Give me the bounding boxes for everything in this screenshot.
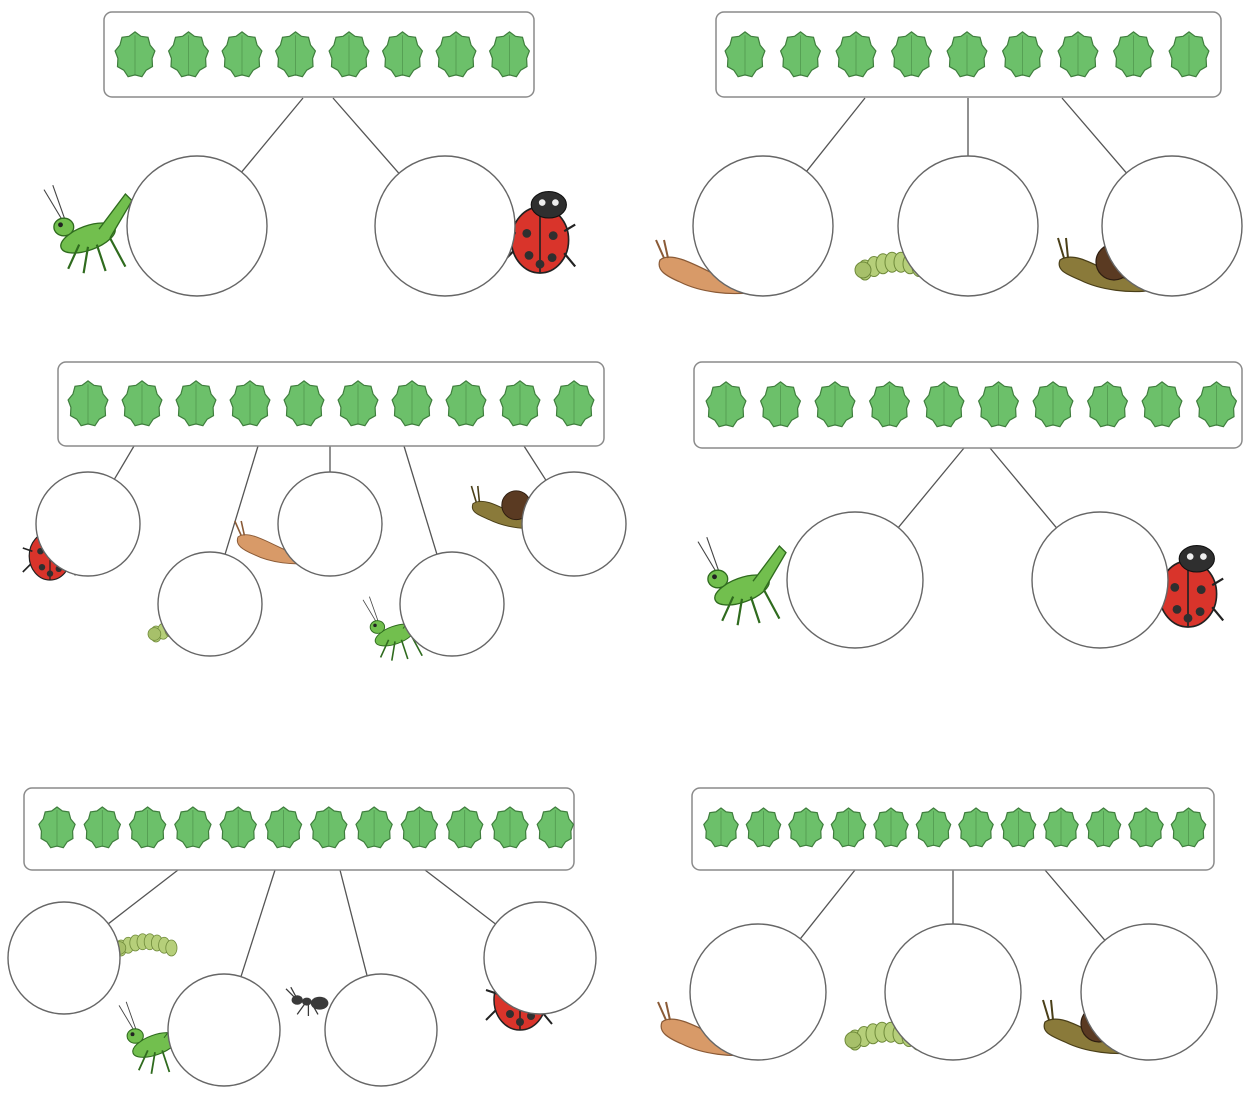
part-circle[interactable] [375, 156, 515, 296]
connector-line [807, 98, 865, 171]
part-circle[interactable] [1102, 156, 1242, 296]
connector-line [340, 870, 367, 976]
connector-line [241, 870, 275, 977]
connector-line [333, 98, 399, 173]
part-circle[interactable] [484, 902, 596, 1014]
part-circle[interactable] [885, 924, 1021, 1060]
part-circle[interactable] [1032, 512, 1168, 648]
part-whole-puzzle [658, 788, 1217, 1060]
part-circle[interactable] [898, 156, 1038, 296]
connector-line [114, 446, 134, 479]
connector-line [425, 870, 496, 924]
part-circle[interactable] [168, 974, 280, 1086]
part-circle[interactable] [325, 974, 437, 1086]
part-circle[interactable] [158, 552, 262, 656]
part-whole-puzzle [656, 12, 1242, 296]
part-circle[interactable] [8, 902, 120, 1014]
part-whole-puzzle [694, 362, 1242, 648]
connector-line [1045, 870, 1105, 940]
grasshopper-icon [698, 537, 786, 625]
connector-line [404, 446, 437, 554]
part-circle[interactable] [36, 472, 140, 576]
part-circle[interactable] [690, 924, 826, 1060]
ant-icon [286, 987, 328, 1016]
part-circle[interactable] [522, 472, 626, 576]
connector-line [1062, 98, 1126, 173]
caterpillar-icon [113, 934, 177, 956]
connector-line [108, 870, 178, 924]
part-circle[interactable] [400, 552, 504, 656]
part-circle[interactable] [278, 472, 382, 576]
connector-line [990, 448, 1057, 528]
connector-line [242, 98, 303, 172]
part-circle[interactable] [787, 512, 923, 648]
part-circle[interactable] [693, 156, 833, 296]
part-whole-puzzle [44, 12, 575, 296]
part-circle[interactable] [1081, 924, 1217, 1060]
part-whole-puzzle [23, 362, 626, 661]
part-circle[interactable] [127, 156, 267, 296]
grasshopper-icon [44, 185, 132, 273]
connector-line [898, 448, 964, 528]
part-whole-puzzle [8, 788, 596, 1086]
connector-line [800, 870, 855, 939]
connector-line [524, 446, 546, 480]
